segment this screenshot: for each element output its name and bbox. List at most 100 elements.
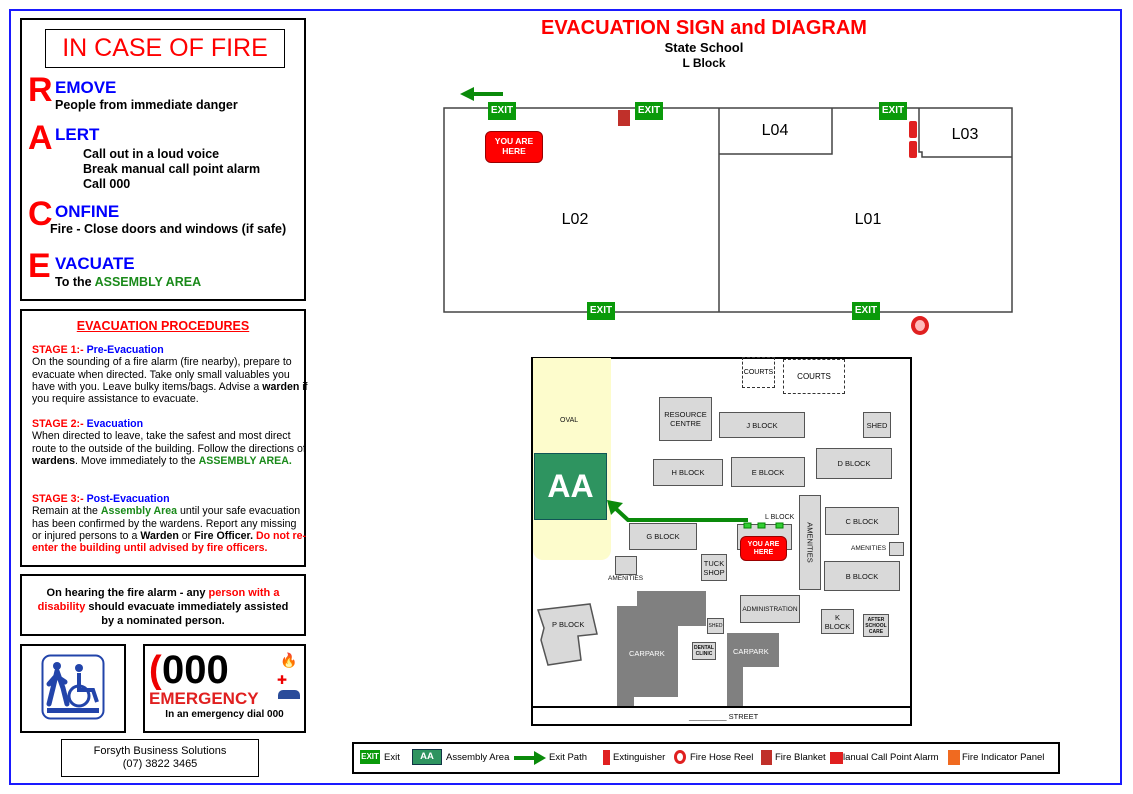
company-box: Forsyth Business Solutions (07) 3822 346… <box>61 739 259 777</box>
alert-line: Call out in a loud voice <box>83 147 220 161</box>
carpark-label: CARPARK <box>733 647 769 656</box>
after-school-care: AFTER SCHOOL CARE <box>863 614 889 637</box>
race-word-alert: LERT <box>55 125 100 144</box>
carpark-left <box>617 591 706 706</box>
assembly-area-text: ASSEMBLY AREA <box>94 275 202 289</box>
carpark-label: CARPARK <box>629 649 665 658</box>
room-l04: L04 <box>761 122 789 139</box>
courts: COURTS <box>742 357 775 388</box>
h-block: H BLOCK <box>653 459 723 486</box>
dental-clinic: DENTAL CLINIC <box>692 642 716 660</box>
race-word-confine: ONFINE <box>55 202 120 221</box>
stage-text: . Move immediately to the <box>74 454 199 467</box>
exit-direction-arrow <box>460 87 474 101</box>
stage-label: STAGE 2:- <box>32 418 84 430</box>
b-block: B BLOCK <box>824 561 900 591</box>
legend-extinguisher: Extinguisher <box>613 752 666 763</box>
shed: SHED <box>863 412 891 438</box>
courts: COURTS <box>783 359 845 394</box>
disability-sign <box>20 644 126 733</box>
company-phone: (07) 3822 3465 <box>122 758 198 770</box>
j-block: J BLOCK <box>719 412 805 438</box>
k-block: K BLOCK <box>821 609 854 634</box>
shed-small: SHED <box>707 618 724 634</box>
assembly-area: AA <box>534 453 607 520</box>
room-l03: L03 <box>951 126 979 143</box>
stage-bold: wardens <box>32 454 75 467</box>
legend <box>352 742 1060 774</box>
phone-icon: ( <box>149 649 162 691</box>
legend-exit-icon: EXIT <box>360 750 380 764</box>
ambulance-icon: ✚ <box>277 673 288 687</box>
stage-name: Post-Evacuation <box>86 493 170 505</box>
p-block-label: P BLOCK <box>552 620 585 629</box>
stage-label: STAGE 3:- <box>32 493 84 505</box>
fire-indicator-panel-icon <box>948 750 960 765</box>
legend-manual-call-point: lanual Call Point Alarm <box>843 752 939 763</box>
resource-centre: RESOURCE CENTRE <box>659 397 712 441</box>
stage-text: if you require assistance to evacuate. <box>32 380 308 406</box>
race-letter-e: E <box>28 247 51 285</box>
exit-path <box>612 505 748 522</box>
amenities-label: AMENITIES <box>608 575 644 582</box>
race-word-evacuate: VACUATE <box>55 254 135 273</box>
amenities-label: AMENITIES <box>851 545 887 552</box>
stage-name: Pre-Evacuation <box>86 344 164 356</box>
company-name: Forsyth Business Solutions <box>93 745 227 757</box>
emergency-word: EMERGENCY <box>149 689 259 708</box>
d-block: D BLOCK <box>816 448 892 479</box>
in-case-of-fire-title: IN CASE OF FIRE <box>45 29 285 68</box>
site-map <box>531 357 912 726</box>
e-block: E BLOCK <box>731 457 805 487</box>
page-frame <box>9 9 1122 785</box>
emergency-number: 000 <box>162 648 229 692</box>
legend-fire-hose-reel: Fire Hose Reel <box>690 752 754 763</box>
extinguisher-icon <box>909 141 917 158</box>
exit-marker <box>775 522 784 529</box>
school-name: State School <box>664 40 744 55</box>
stage-text: On the sounding of a fire alarm (fire ne… <box>32 356 292 393</box>
confine-text: Fire - Close doors and windows (if safe) <box>50 222 287 236</box>
stage-green: ASSEMBLY AREA. <box>198 454 292 467</box>
fire-icon: 🔥 <box>280 652 298 668</box>
fire-blanket-icon <box>618 110 630 126</box>
stage-warning: Do not re-enter the building until advis… <box>32 529 306 555</box>
room-l01: L01 <box>854 211 882 228</box>
block-name: L Block <box>682 56 726 70</box>
legend-fire-indicator-panel: Fire Indicator Panel <box>962 752 1045 763</box>
race-letter-a: A <box>28 119 53 157</box>
emergency-sign: ( 000 EMERGENCY 🔥 ✚ In an emergency dial… <box>143 644 306 733</box>
you-are-here-marker: YOU ARE HERE <box>485 131 543 163</box>
evacuate-to: To the <box>55 275 92 289</box>
exit-path-arrowhead <box>607 500 623 515</box>
amenities-small <box>615 556 637 575</box>
procedures-panel: EVACUATION PROCEDURES STAGE 1:- Pre-Evac… <box>20 309 308 567</box>
stage-name: Evacuation <box>86 418 144 430</box>
legend-aa-icon: AA <box>412 749 442 765</box>
extinguisher-icon <box>603 750 610 765</box>
fire-hose-reel-icon <box>674 750 686 764</box>
legend-fire-blanket: Fire Blanket <box>775 752 826 763</box>
remove-text: People from immediate danger <box>55 98 238 112</box>
legend-exit-path: Exit Path <box>549 752 588 763</box>
note-text: should evacuate immediately assisted by … <box>85 601 289 627</box>
you-are-here-marker: YOU ARE HERE <box>740 536 787 561</box>
alert-line: Call 000 <box>83 177 131 191</box>
fire-blanket-icon <box>761 750 772 765</box>
g-block: G BLOCK <box>629 523 697 550</box>
exit-sign: EXIT <box>587 302 615 320</box>
l-block-label: L BLOCK <box>765 514 795 521</box>
exit-sign: EXIT <box>488 102 516 120</box>
stage-text: Remain at the <box>32 505 101 518</box>
police-icon <box>278 690 300 699</box>
disability-note: On hearing the fire alarm - any person w… <box>20 574 306 636</box>
tuck-shop: TUCK SHOP <box>701 554 727 581</box>
race-word-remove: EMOVE <box>55 78 117 97</box>
procedures-title: EVACUATION PROCEDURES <box>76 319 250 333</box>
exit-marker <box>743 522 752 529</box>
stage-green: Assembly Area <box>100 505 178 518</box>
alert-line: Break manual call point alarm <box>83 162 261 176</box>
exit-sign: EXIT <box>879 102 907 120</box>
